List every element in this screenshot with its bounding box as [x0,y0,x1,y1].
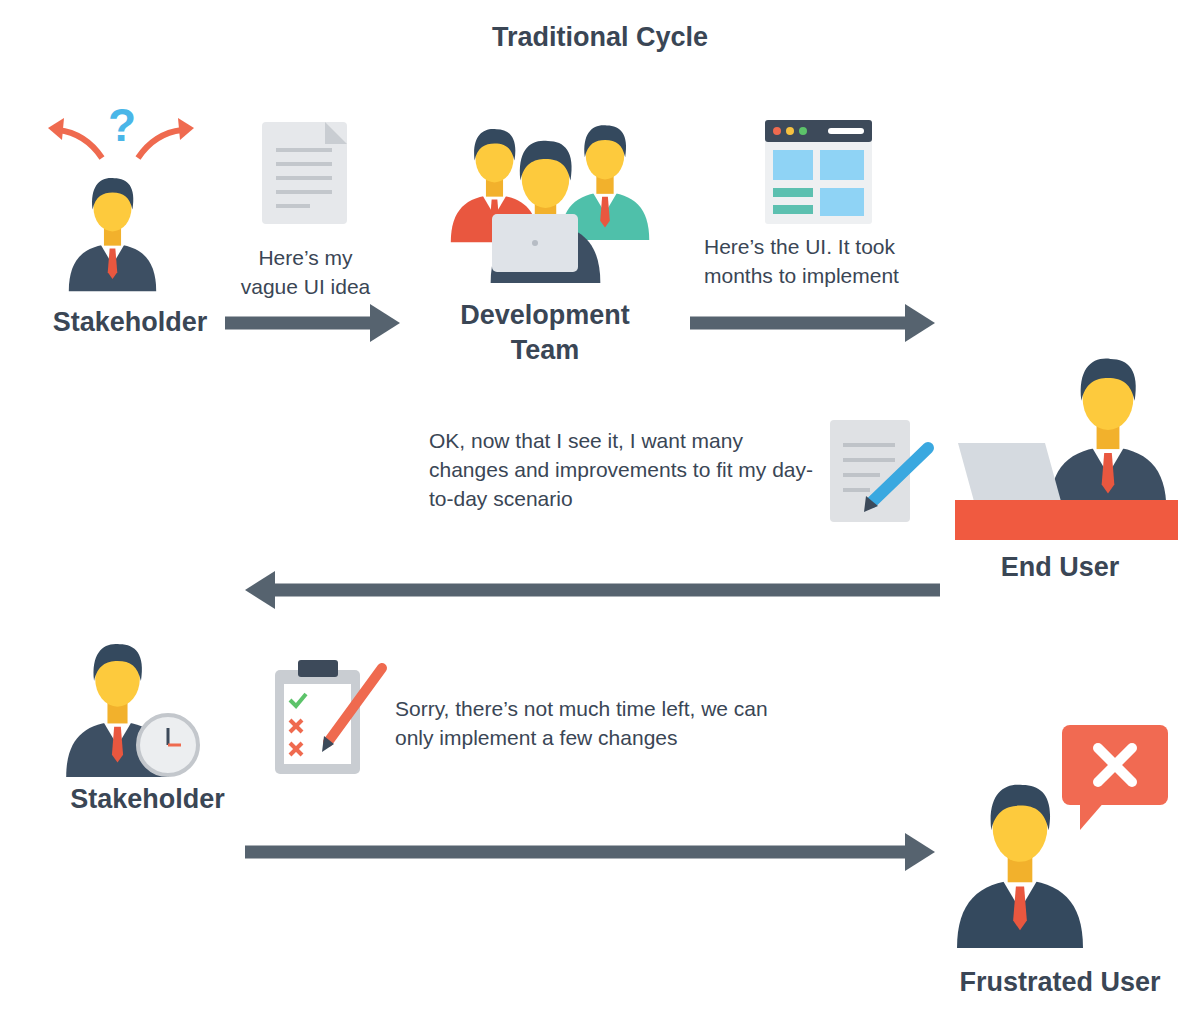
node-label: Stakeholder [50,782,245,817]
diagram-title: Traditional Cycle [0,22,1200,53]
question-mark: ? [108,100,136,150]
person-node: Frustrated User [935,720,1185,1015]
node-label: Stakeholder [35,305,225,340]
edge-label: OK, now that I see it, I want many chang… [429,426,819,513]
flow-arrow [245,833,935,871]
flow-arrow [245,571,940,609]
node-label: Development Team [440,298,650,368]
edge-label: Here’s my vague UI idea [228,243,383,301]
person-node: Stakeholder [35,100,225,345]
edge-label: Here’s the UI. It took months to impleme… [704,232,944,290]
flow-arrow [690,304,935,342]
node-label: Frustrated User [935,965,1185,1000]
edge-label: Sorry, there’s not much time left, we ca… [395,694,790,752]
node-label: End User [940,550,1180,585]
flow-arrow [225,304,400,342]
person-node: Development Team [400,110,690,370]
person-node: Stakeholder [50,630,245,870]
person-node: End User [940,340,1180,595]
